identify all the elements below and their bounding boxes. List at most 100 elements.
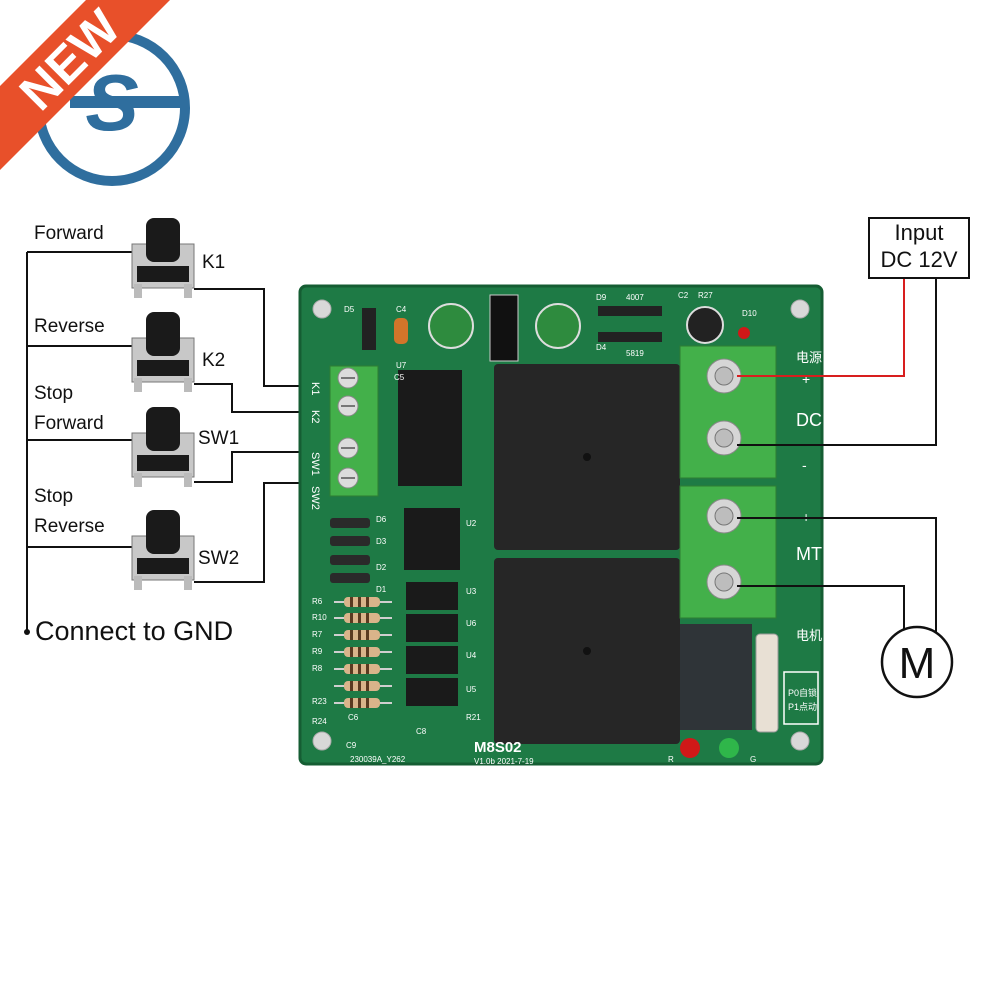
resistor-label-r10: R10 [312,613,327,622]
chip-label-u5: U5 [466,685,477,694]
diode-part-label-0: 4007 [626,293,644,302]
power-polarity-0: + [802,371,810,387]
brand-logo-bar [70,96,188,108]
mode-label-box [783,671,819,725]
tactile-buttons [131,218,195,590]
resistor-label-r9: R9 [312,647,323,656]
tactile-button-sw1 [131,407,195,487]
led-green [719,738,739,758]
regulator [489,294,519,362]
header-label-sw1: SW1 [309,452,321,476]
chip-label-u4: U4 [466,651,477,660]
board-version-label: V1.0b 2021-7-19 [474,757,534,766]
resistor-label-r24: R24 [312,717,327,726]
resistor [344,698,380,708]
button-label-sw2: SW2 [198,548,240,569]
chip-u7 [398,370,462,486]
wire-motor-positive [737,517,937,634]
resistor-label-r8: R8 [312,664,323,673]
power-resistor [755,633,779,733]
wire-sw1 [194,451,340,483]
led-label-g: G [750,755,756,764]
caption-sw1-line1: Stop [34,383,74,404]
led-red [680,738,700,758]
led-red-top [738,327,750,339]
optocoupler-u3 [406,582,458,610]
wire-motor-negative [737,585,905,634]
diode-label-d4: D4 [596,343,607,352]
mount-hole [312,731,332,751]
cap-label-c5: C5 [394,373,405,382]
button-label-sw1: SW1 [198,428,240,449]
board-model-label: M8S02 [474,739,522,756]
wire-power-negative [737,278,937,446]
mount-hole [790,731,810,751]
electrolytic-cap [535,303,581,349]
caption-sw2-line1: Stop [34,486,74,507]
relay-k1-mark [583,453,591,461]
electrolytic-cap [686,306,724,344]
resistor [344,630,380,640]
cap-label-c6: C6 [348,713,359,722]
resistor [344,681,380,691]
power-wires [737,278,937,634]
diode-label-d6: D6 [376,515,387,524]
motor-terminal-label: 电机 [796,628,822,643]
input-box-line2: DC 12V [880,247,958,272]
mount-hole [790,299,810,319]
diode-d9 [598,306,662,316]
resistor-label-r27: R27 [698,291,713,300]
diode-label-d1: D1 [376,585,387,594]
diode-label-d10: D10 [742,309,757,318]
tactile-button-k1 [131,218,195,298]
diode [330,518,370,528]
power-terminal-label: 电源 [796,350,822,365]
resistor-label-r21: R21 [466,713,481,722]
diode-label-d9: D9 [596,293,607,302]
motor-symbol-text: M [899,639,936,688]
cap-label-c9: C9 [346,741,357,750]
motor-terminal-mt-label: MT [796,544,822,564]
input-box-line1: Input [894,220,944,245]
chip-u2 [404,508,460,570]
resistor-label-r7: R7 [312,630,323,639]
chip-label-u2: U2 [466,519,477,528]
relay-k2-mark [583,647,591,655]
diode [330,536,370,546]
gnd-dot [24,629,30,635]
diode-d4 [598,332,662,342]
mode-label-0: P0自锁 [788,687,817,698]
input-box: Input DC 12V [868,217,970,279]
button-label-k1: K1 [202,252,226,273]
chip-label-u7: U7 [396,361,407,370]
diode-label-d3: D3 [376,537,387,546]
power-polarity-1: - [802,457,807,473]
chip-label-u3: U3 [466,587,477,596]
pcb-edge [298,284,824,766]
new-ribbon [0,0,170,170]
tactile-button-sw2 [131,510,195,590]
power-terminal-dc-label: DC [796,410,822,430]
resistor [344,597,380,607]
cap-label-c8: C8 [416,727,427,736]
caption-k2: Reverse [34,316,105,337]
resistor [344,647,380,657]
terminal-screws [706,358,742,600]
header-label-sw2: SW2 [309,486,321,510]
wire-k2 [194,383,340,413]
mode-label-1: P1点动 [788,702,817,712]
gnd-bus [26,251,132,630]
diode-d5 [362,308,376,350]
transformer [680,624,752,730]
tactile-button-k2 [131,312,195,392]
caption-sw1-line2: Forward [34,413,104,434]
cap-c4 [394,318,408,344]
cap-label-c4: C4 [396,305,407,314]
diode-label-d5: D5 [344,305,355,314]
resistor-label-r23: R23 [312,697,327,706]
electrolytic-cap [428,303,474,349]
